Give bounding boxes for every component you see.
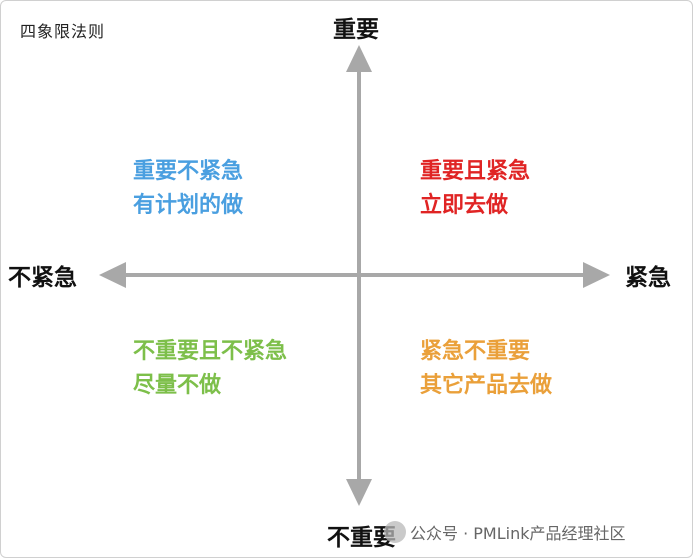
quadrant-urgent-not-important: 紧急不重要 其它产品去做 <box>420 335 552 403</box>
quadrant-title: 不重要且不紧急 <box>133 339 288 364</box>
axis-label-important: 重要 <box>333 17 379 43</box>
axis-label-urgent: 紧急 <box>625 265 671 291</box>
diagram-title: 四象限法则 <box>20 22 106 41</box>
quadrant-title: 重要且紧急 <box>420 159 531 184</box>
arrow-right-icon <box>583 262 610 288</box>
wechat-icon <box>384 521 406 543</box>
arrow-left-icon <box>99 262 126 288</box>
quadrant-title: 紧急不重要 <box>420 339 531 364</box>
watermark: 公众号 · PMLink产品经理社区 <box>384 520 625 544</box>
quadrant-not-important-not-urgent: 不重要且不紧急 尽量不做 <box>133 335 287 403</box>
quadrant-action: 其它产品去做 <box>420 373 553 398</box>
arrow-up-icon <box>346 45 372 72</box>
axis-label-not-urgent: 不紧急 <box>8 265 77 291</box>
arrow-down-icon <box>346 479 372 506</box>
quadrant-action: 有计划的做 <box>133 193 244 218</box>
quadrant-title: 重要不紧急 <box>133 159 244 184</box>
watermark-text: 公众号 · PMLink产品经理社区 <box>410 524 626 543</box>
quadrant-action: 立即去做 <box>420 193 509 218</box>
quadrant-important-not-urgent: 重要不紧急 有计划的做 <box>133 155 243 223</box>
quadrant-important-urgent: 重要且紧急 立即去做 <box>420 155 530 223</box>
quadrant-action: 尽量不做 <box>133 373 222 398</box>
